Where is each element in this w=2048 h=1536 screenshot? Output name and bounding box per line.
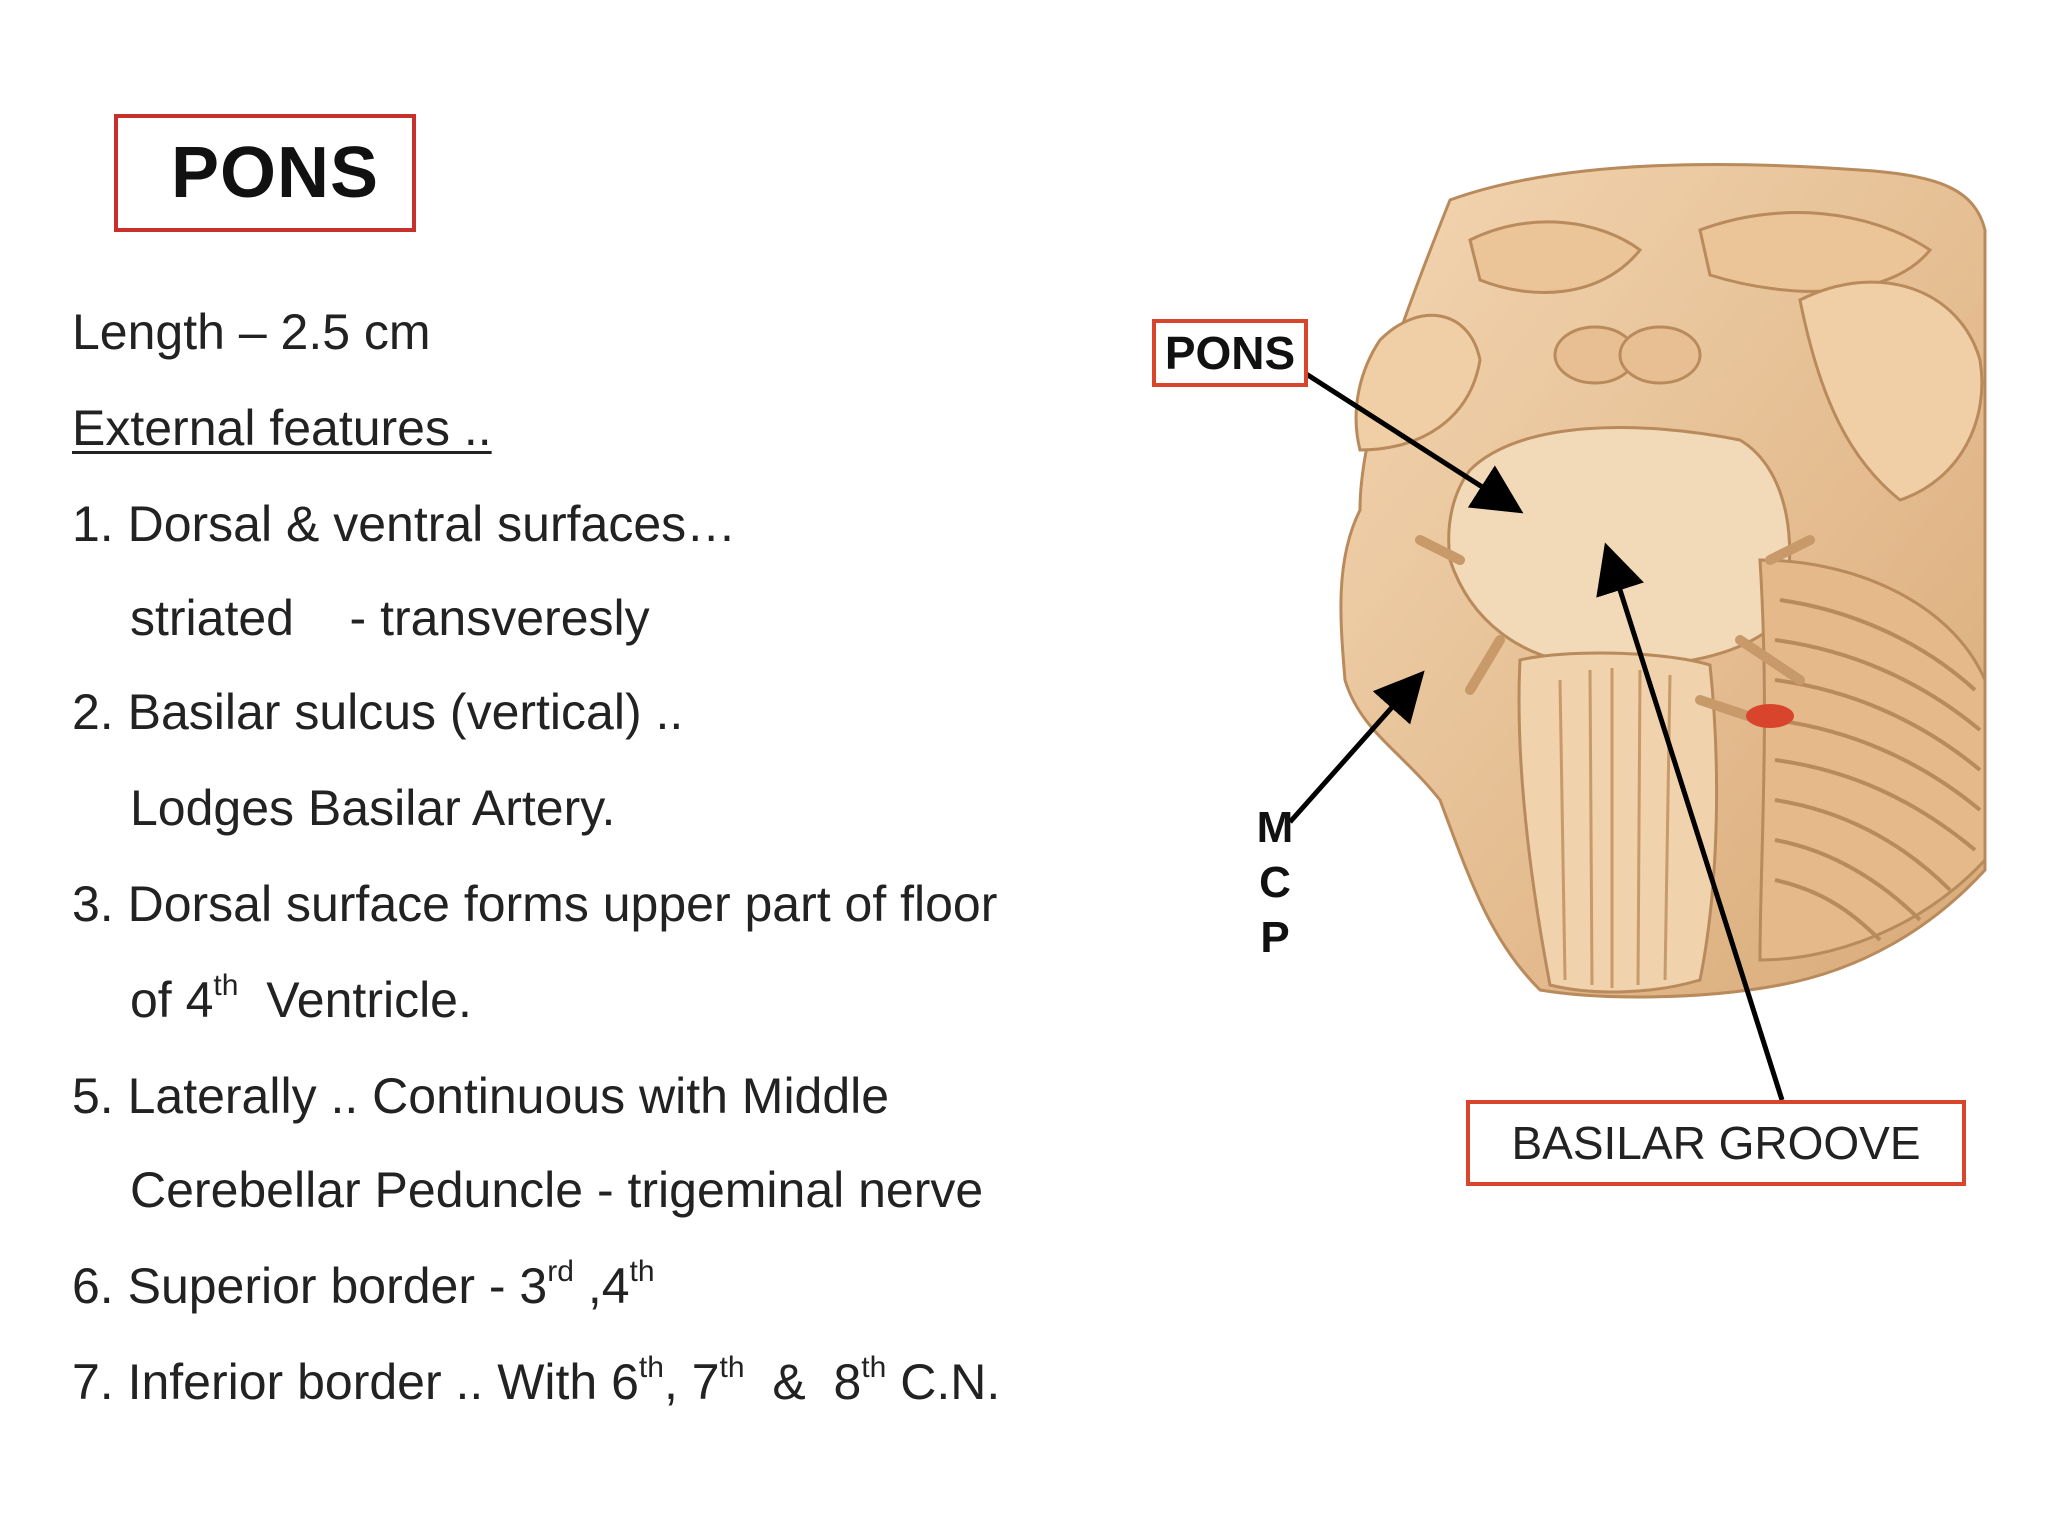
item-7: 7. Inferior border .. With 6th, 7th & 8t… xyxy=(72,1352,1000,1412)
item-3-sub: of 4th Ventricle. xyxy=(130,970,472,1030)
mcp-letter-m: M xyxy=(1256,803,1294,852)
cranial-nerve-roots xyxy=(1415,535,1815,725)
item-6-sup-2: th xyxy=(629,1255,655,1289)
cerebral-fold xyxy=(1468,220,1643,294)
item-6: 6. Superior border - 3rd ,4th xyxy=(72,1256,655,1316)
item-5: 5. Laterally .. Continuous with Middle xyxy=(72,1068,890,1124)
pons-label-text: PONS xyxy=(1164,327,1296,379)
item-7-mid-1: , 7 xyxy=(663,1354,720,1410)
red-vessel-spot xyxy=(1746,704,1794,728)
mcp-letter-c: C xyxy=(1259,858,1291,907)
medulla-striations xyxy=(1558,668,1672,988)
length-line: Length – 2.5 cm xyxy=(72,304,431,360)
item-1-sub: striated - transveresly xyxy=(130,590,650,646)
title-box: PONS xyxy=(114,114,416,232)
temporal-lobe xyxy=(1354,313,1482,452)
item-3: 3. Dorsal surface forms upper part of fl… xyxy=(72,876,998,932)
item-3-sub-post: Ventricle. xyxy=(238,972,472,1028)
page-title: PONS xyxy=(170,133,380,213)
mammillary-body xyxy=(1618,325,1702,385)
basilar-groove-label-text: BASILAR GROOVE xyxy=(1511,1117,1921,1169)
item-7-post: C.N. xyxy=(886,1354,1001,1410)
cerebral-fold xyxy=(1698,211,1933,293)
item-6-mid: ,4 xyxy=(573,1258,630,1314)
item-7-sup-1: th xyxy=(638,1351,664,1385)
medulla xyxy=(1517,651,1719,994)
basilar-groove-label: BASILAR GROOVE xyxy=(1466,1100,1966,1186)
item-6-pre: 6. Superior border - 3 xyxy=(72,1258,548,1314)
mcp-label: M C P xyxy=(1250,800,1300,965)
item-3-sub-sup: th xyxy=(213,969,239,1003)
item-5-sub: Cerebellar Peduncle - trigeminal nerve xyxy=(130,1162,984,1218)
cerebellum xyxy=(1758,558,1987,962)
item-7-sup-3: th xyxy=(861,1351,887,1385)
pons-label: PONS xyxy=(1152,319,1308,387)
cerebellar-folia xyxy=(1774,598,1982,942)
item-7-mid-2: & 8 xyxy=(744,1354,862,1410)
item-1: 1. Dorsal & ventral surfaces… xyxy=(72,496,737,552)
basilar-groove-pointer-arrow xyxy=(1596,542,1785,1101)
item-3-sub-pre: of 4 xyxy=(130,972,214,1028)
item-7-pre: 7. Inferior border .. With 6 xyxy=(72,1354,639,1410)
pons-pointer-arrow xyxy=(1298,367,1524,514)
temporal-lobe xyxy=(1798,280,1984,502)
item-2: 2. Basilar sulcus (vertical) .. xyxy=(72,684,684,740)
item-6-sup-1: rd xyxy=(547,1255,574,1289)
item-7-sup-2: th xyxy=(719,1351,745,1385)
mcp-letter-p: P xyxy=(1260,913,1290,962)
item-2-sub: Lodges Basilar Artery. xyxy=(130,780,616,836)
mcp-pointer-arrow xyxy=(1288,670,1425,824)
pons-body xyxy=(1447,426,1792,668)
external-features-heading: External features .. xyxy=(72,400,492,456)
